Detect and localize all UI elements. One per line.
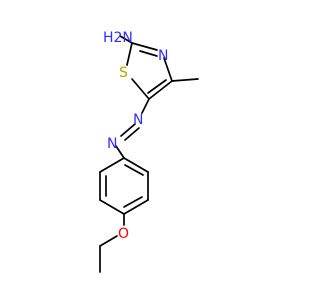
structure-diagram: H2N N S N N O (99, 30, 199, 273)
bond-c4-c5 (99, 199, 125, 215)
bond-c2-n3 (131, 42, 158, 51)
ether-oxygen-label: O (118, 226, 129, 242)
thiazole-ring (126, 42, 173, 100)
ring-sulfur-label: S (119, 65, 128, 81)
amine-label: H2N (103, 30, 133, 46)
bond-inner-double-1 (124, 164, 144, 176)
bond-c4-c5-double (147, 79, 167, 94)
bond-n-n-azo (120, 123, 136, 137)
bond-c2-nh2 (119, 35, 133, 44)
bond-inner-double-2 (123, 196, 143, 208)
azo-linkage (115, 98, 150, 159)
bond-o-ch2 (99, 235, 118, 247)
benzene-ring (99, 157, 149, 215)
bond-c5-n-azo (141, 98, 150, 114)
bond-c2-n3-double (139, 50, 158, 57)
azo-nitrogen-bottom-label: N (107, 136, 117, 152)
molecule-canvas: H2N N S N N O (99, 30, 199, 273)
azo-nitrogen-top-label: N (133, 112, 143, 128)
bond-n-azo-cipso (115, 145, 125, 159)
bond-n3-c4 (163, 57, 173, 82)
bond-c4-methyl (171, 78, 199, 82)
bond-c5-s1 (131, 78, 150, 100)
bond-c4-c5 (148, 80, 173, 100)
bond-c3-c4 (123, 199, 149, 215)
ring-nitrogen-label: N (158, 48, 168, 64)
bond-n-n-azo-double (124, 127, 140, 141)
bond-c1-c2 (123, 157, 149, 173)
bond-c6-c1 (99, 157, 125, 173)
bond-s1-c2 (126, 42, 133, 66)
ethoxy-group (99, 213, 125, 273)
